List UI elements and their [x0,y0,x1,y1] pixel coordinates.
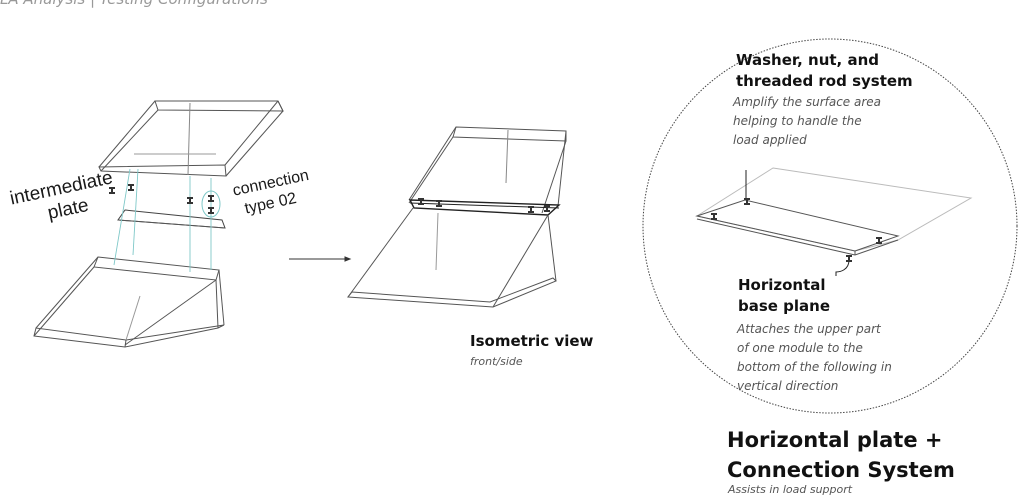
detail-callout-circle [642,38,1018,414]
isometric-view-drawing [347,126,567,308]
base-plane-title: Horizontal base plane [738,276,831,315]
flow-arrow [289,256,352,262]
isometric-view-subtitle: front/side [470,355,523,368]
washer-system-title: Washer, nut, and threaded rod system [736,51,913,90]
isometric-view-title: Isometric view [470,332,594,350]
detail-bolts [711,198,882,262]
detail-plate-drawing [695,167,973,276]
summary-subtitle: Assists in load support [728,483,853,496]
base-plane-description: Attaches the upper part of one module to… [737,322,892,393]
washer-system-description: Amplify the surface area helping to hand… [733,95,882,147]
exploded-view-drawing [33,100,284,348]
summary-title: Horizontal plate + Connection System [727,428,955,482]
header-title: LA Analysis | Testing Configurations [0,0,268,8]
